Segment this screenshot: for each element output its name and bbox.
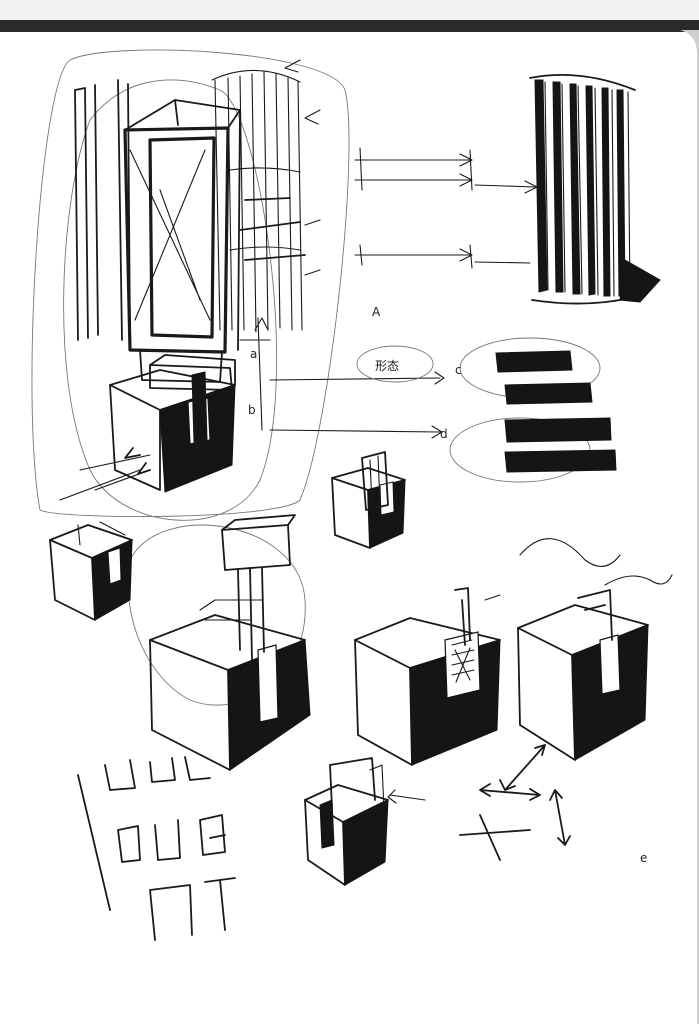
small-cube-mid xyxy=(331,451,406,549)
pipe-bundle-sketch xyxy=(354,74,661,305)
label-d: d xyxy=(440,427,448,441)
label-hand-1: 形态 xyxy=(375,359,399,373)
label-c: c xyxy=(455,363,462,377)
label-a: a xyxy=(250,347,257,361)
small-cube-bottom xyxy=(304,757,426,886)
cube-right xyxy=(517,538,673,761)
label-e: e xyxy=(640,851,647,865)
tall-frame-sketch xyxy=(31,49,350,706)
cube-with-tower xyxy=(149,514,311,771)
cube-with-lattice xyxy=(354,587,501,766)
label-hand-2: A xyxy=(372,305,381,319)
label-b: b xyxy=(248,403,256,417)
small-cube-left xyxy=(49,521,133,621)
base-cube-sketch xyxy=(59,354,236,501)
hatch-bars-sketch: A 形态 c d xyxy=(356,305,617,483)
direction-arrows: e xyxy=(459,744,647,865)
plan-glyphs xyxy=(77,756,236,941)
vertical-pipes-sketch xyxy=(211,59,321,333)
dimension-annotations: a b xyxy=(239,317,445,439)
